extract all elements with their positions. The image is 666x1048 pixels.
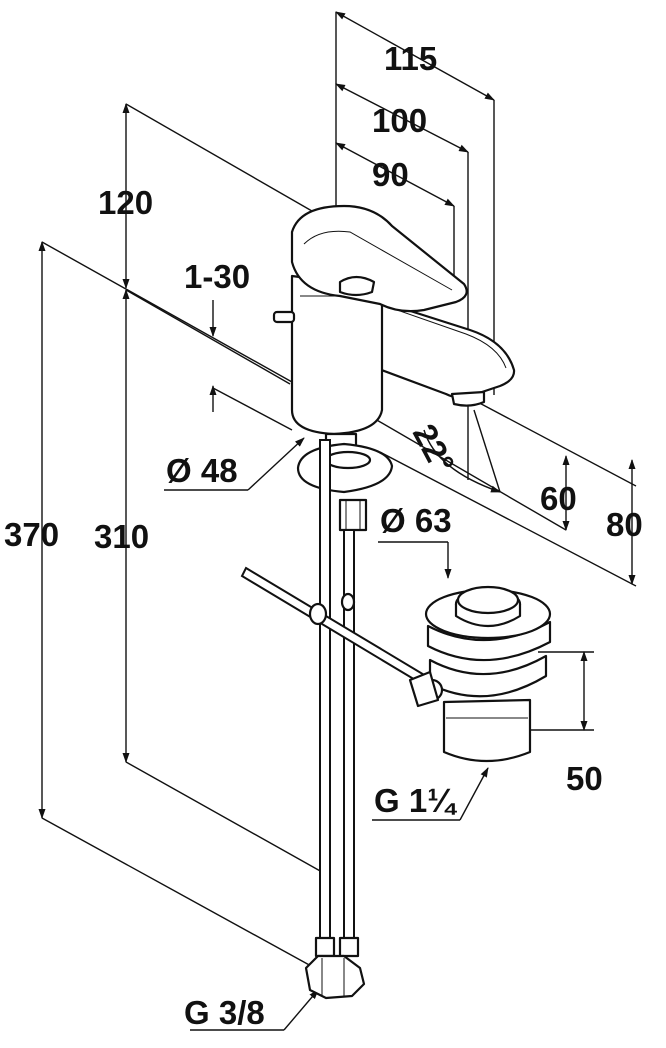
faucet-body bbox=[272, 204, 516, 532]
diameter-48-label: Ø 48 bbox=[166, 452, 238, 489]
dimension-50-label: 50 bbox=[566, 760, 603, 797]
dimension-310-label: 310 bbox=[94, 518, 149, 555]
dimension-115-label: 115 bbox=[384, 40, 437, 77]
dimension-lines bbox=[38, 11, 637, 1031]
dimension-90-label: 90 bbox=[372, 156, 409, 193]
waste-valve bbox=[408, 585, 552, 763]
dimension-80-label: 80 bbox=[606, 506, 643, 543]
thread-g-1-1-4-label: G 1¼ bbox=[374, 782, 457, 819]
dimension-1-30-label: 1-30 bbox=[184, 258, 250, 295]
popup-rod bbox=[240, 566, 428, 686]
dimension-60-label: 60 bbox=[540, 480, 577, 517]
dimension-100-label: 100 bbox=[372, 102, 427, 139]
thread-g-3-8-label: G 3/8 bbox=[184, 994, 265, 1031]
diameter-63-label: Ø 63 bbox=[380, 502, 452, 539]
dimension-370-label: 370 bbox=[4, 516, 59, 553]
dimension-120-label: 120 bbox=[98, 184, 153, 221]
